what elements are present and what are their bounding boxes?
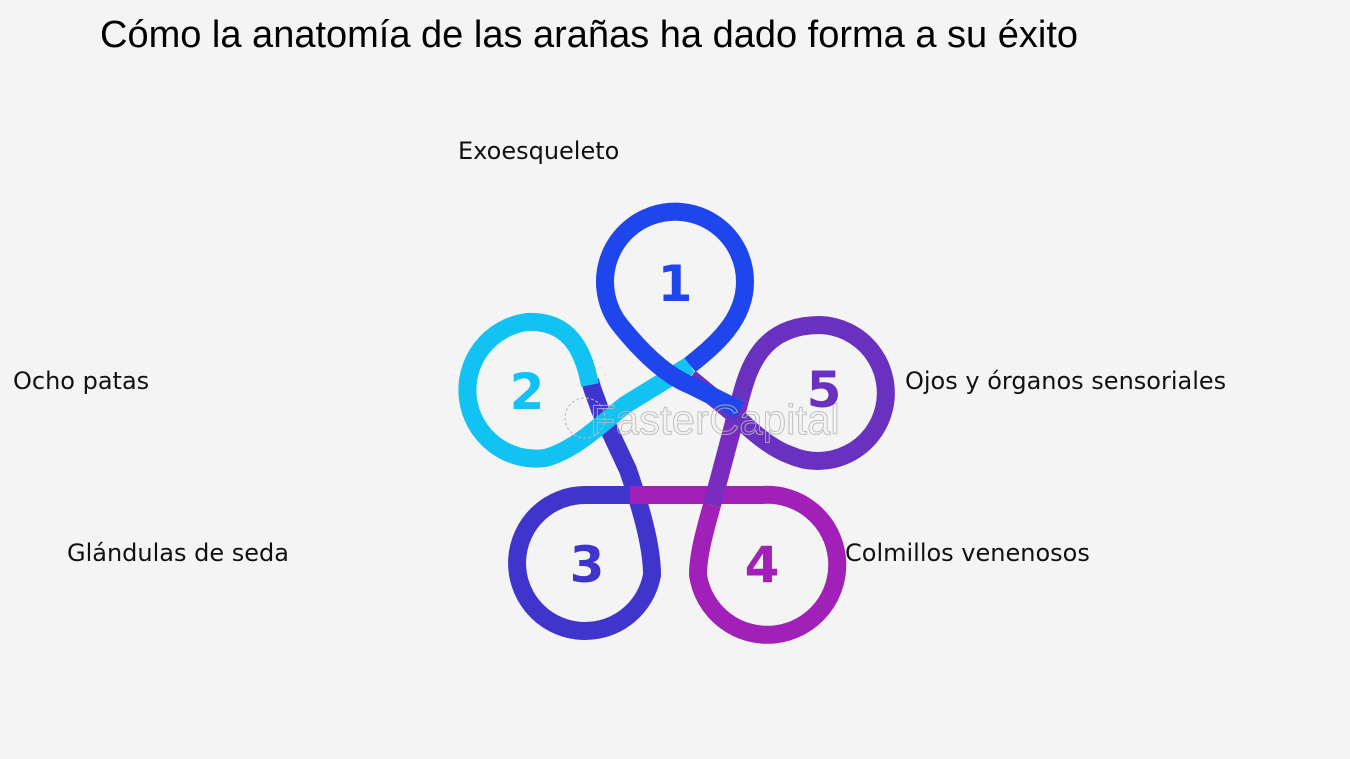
label-eyes-senses: Ojos y órganos sensoriales <box>905 367 1227 395</box>
label-eight-legs: Ocho patas <box>13 367 150 395</box>
loop-3-ribbon <box>508 378 662 640</box>
number-5: 5 <box>807 361 842 419</box>
loop-4-ribbon <box>630 485 847 644</box>
number-1: 1 <box>658 255 693 313</box>
loop-1-ribbon <box>596 202 755 419</box>
svg-text:FasterCapital: FasterCapital <box>590 396 840 443</box>
number-3: 3 <box>570 536 605 594</box>
label-exoskeleton: Exoesqueleto <box>458 137 620 165</box>
label-silk-glands: Glándulas de seda <box>67 539 289 567</box>
number-4: 4 <box>745 536 780 594</box>
label-venom-fangs: Colmillos venenosos <box>845 539 1090 567</box>
number-2: 2 <box>510 363 545 421</box>
loop-5-ribbon <box>684 315 895 470</box>
page-title: Cómo la anatomía de las arañas ha dado f… <box>100 14 1079 56</box>
loop-2-ribbon <box>458 313 695 468</box>
watermark: FasterCapital <box>564 396 840 444</box>
